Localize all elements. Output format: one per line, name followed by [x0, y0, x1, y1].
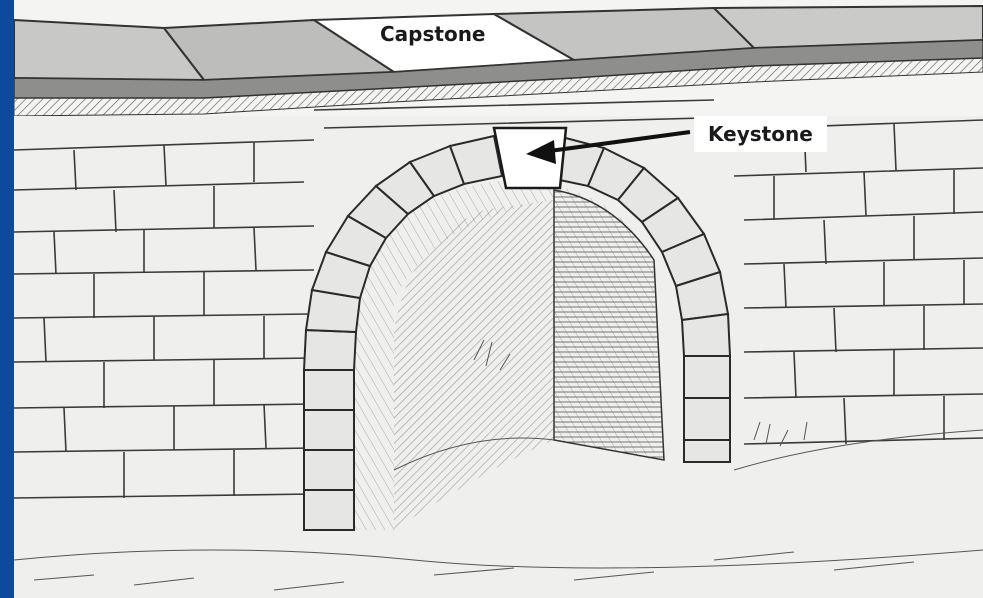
- capstone-label: Capstone: [370, 18, 496, 50]
- stone-arch-illustration: Capstone Keystone: [14, 0, 983, 598]
- arch-drawing: [14, 0, 983, 598]
- keystone-label: Keystone: [694, 116, 827, 152]
- capstone-row: [14, 6, 983, 116]
